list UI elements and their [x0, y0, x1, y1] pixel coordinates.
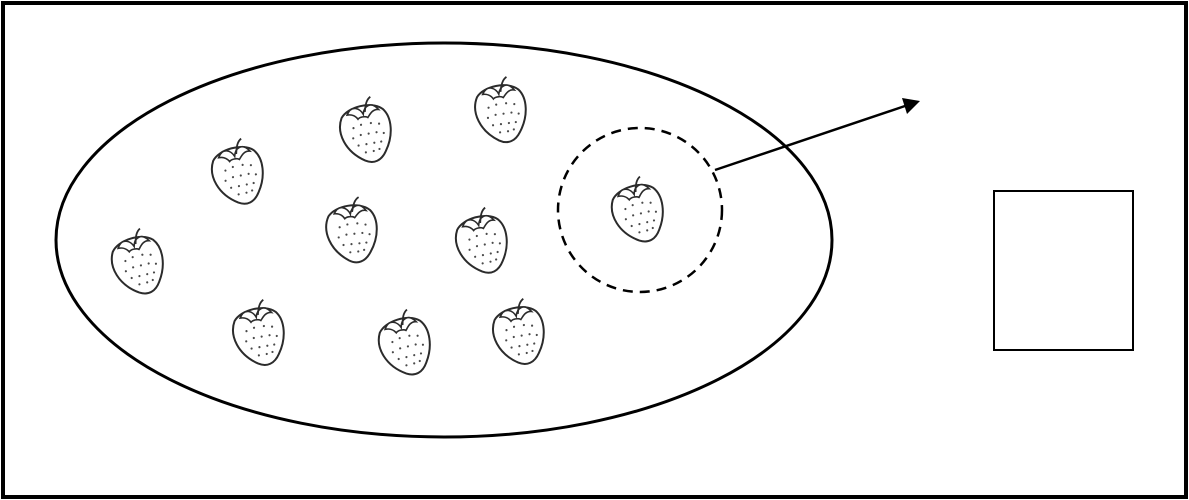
- strawberry-icon: [373, 306, 438, 381]
- strawberry-icon: [606, 173, 671, 248]
- arrow-icon: [715, 98, 920, 170]
- strawberry-icon: [335, 94, 396, 166]
- strawberry-icon: [206, 136, 269, 210]
- set-ellipse: [56, 43, 832, 437]
- strawberry-icon: [228, 297, 289, 369]
- empty-answer-box: [994, 191, 1133, 350]
- strawberry-icon: [450, 205, 513, 279]
- strawberry-icon: [106, 225, 171, 300]
- strawberry-icon: [323, 196, 380, 266]
- strawberry-icon: [471, 75, 530, 146]
- strawberry-icon: [488, 296, 549, 368]
